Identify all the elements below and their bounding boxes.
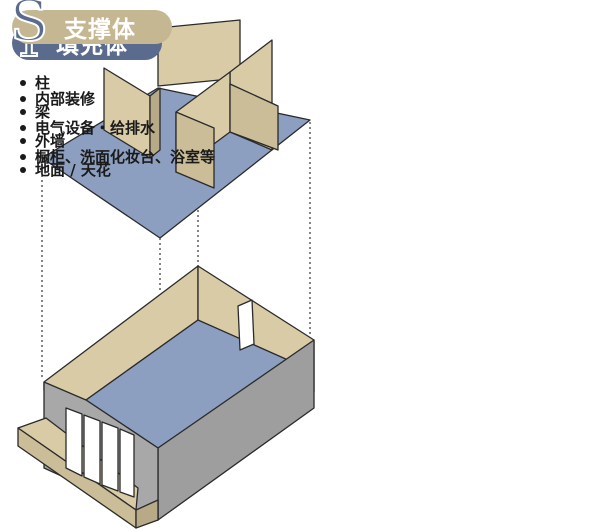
support-title: 支撑体: [64, 17, 136, 43]
list-item: 外墙: [20, 126, 111, 155]
window-pane: [101, 421, 119, 492]
bullet-dot: [20, 124, 26, 131]
connector-lines: [41, 122, 311, 380]
list-item: 内部装修: [20, 84, 215, 113]
list-item: 梁: [20, 97, 111, 126]
list-item: 电气设备・给排水: [20, 113, 215, 142]
list-item: 橱柜、洗面化妆台、浴室等: [20, 142, 215, 171]
infill-partition: [175, 111, 215, 189]
support-section: 支撑体 S 柱 梁 外墙 地面 / 天花: [0, 0, 270, 420]
bullet-dot: [20, 95, 26, 102]
support-letter: S: [9, 0, 49, 54]
balcony-slab: [135, 499, 159, 529]
window-pane: [65, 407, 83, 477]
infill-list: 内部装修 电气设备・给排水 橱柜、洗面化妆台、浴室等: [20, 84, 215, 171]
isometric-diagram: [17, 19, 315, 529]
support-structure: [17, 265, 315, 529]
list-item: 柱: [20, 68, 111, 97]
infill-partition: [229, 83, 279, 151]
door: [237, 299, 255, 351]
window-pane: [83, 414, 101, 485]
bullet-dot: [20, 79, 26, 86]
bullet-dot: [20, 153, 26, 160]
window-pane: [119, 428, 135, 498]
infill-partition: [149, 87, 161, 159]
infill-layer: [41, 19, 311, 239]
bullet-dot: [20, 166, 26, 173]
support-label-pill: 支撑体: [12, 10, 172, 44]
bullet-dot: [20, 137, 26, 144]
list-item: 地面 / 天花: [20, 155, 111, 184]
bullet-dot: [20, 108, 26, 115]
support-list: 柱 梁 外墙 地面 / 天花: [20, 68, 111, 184]
